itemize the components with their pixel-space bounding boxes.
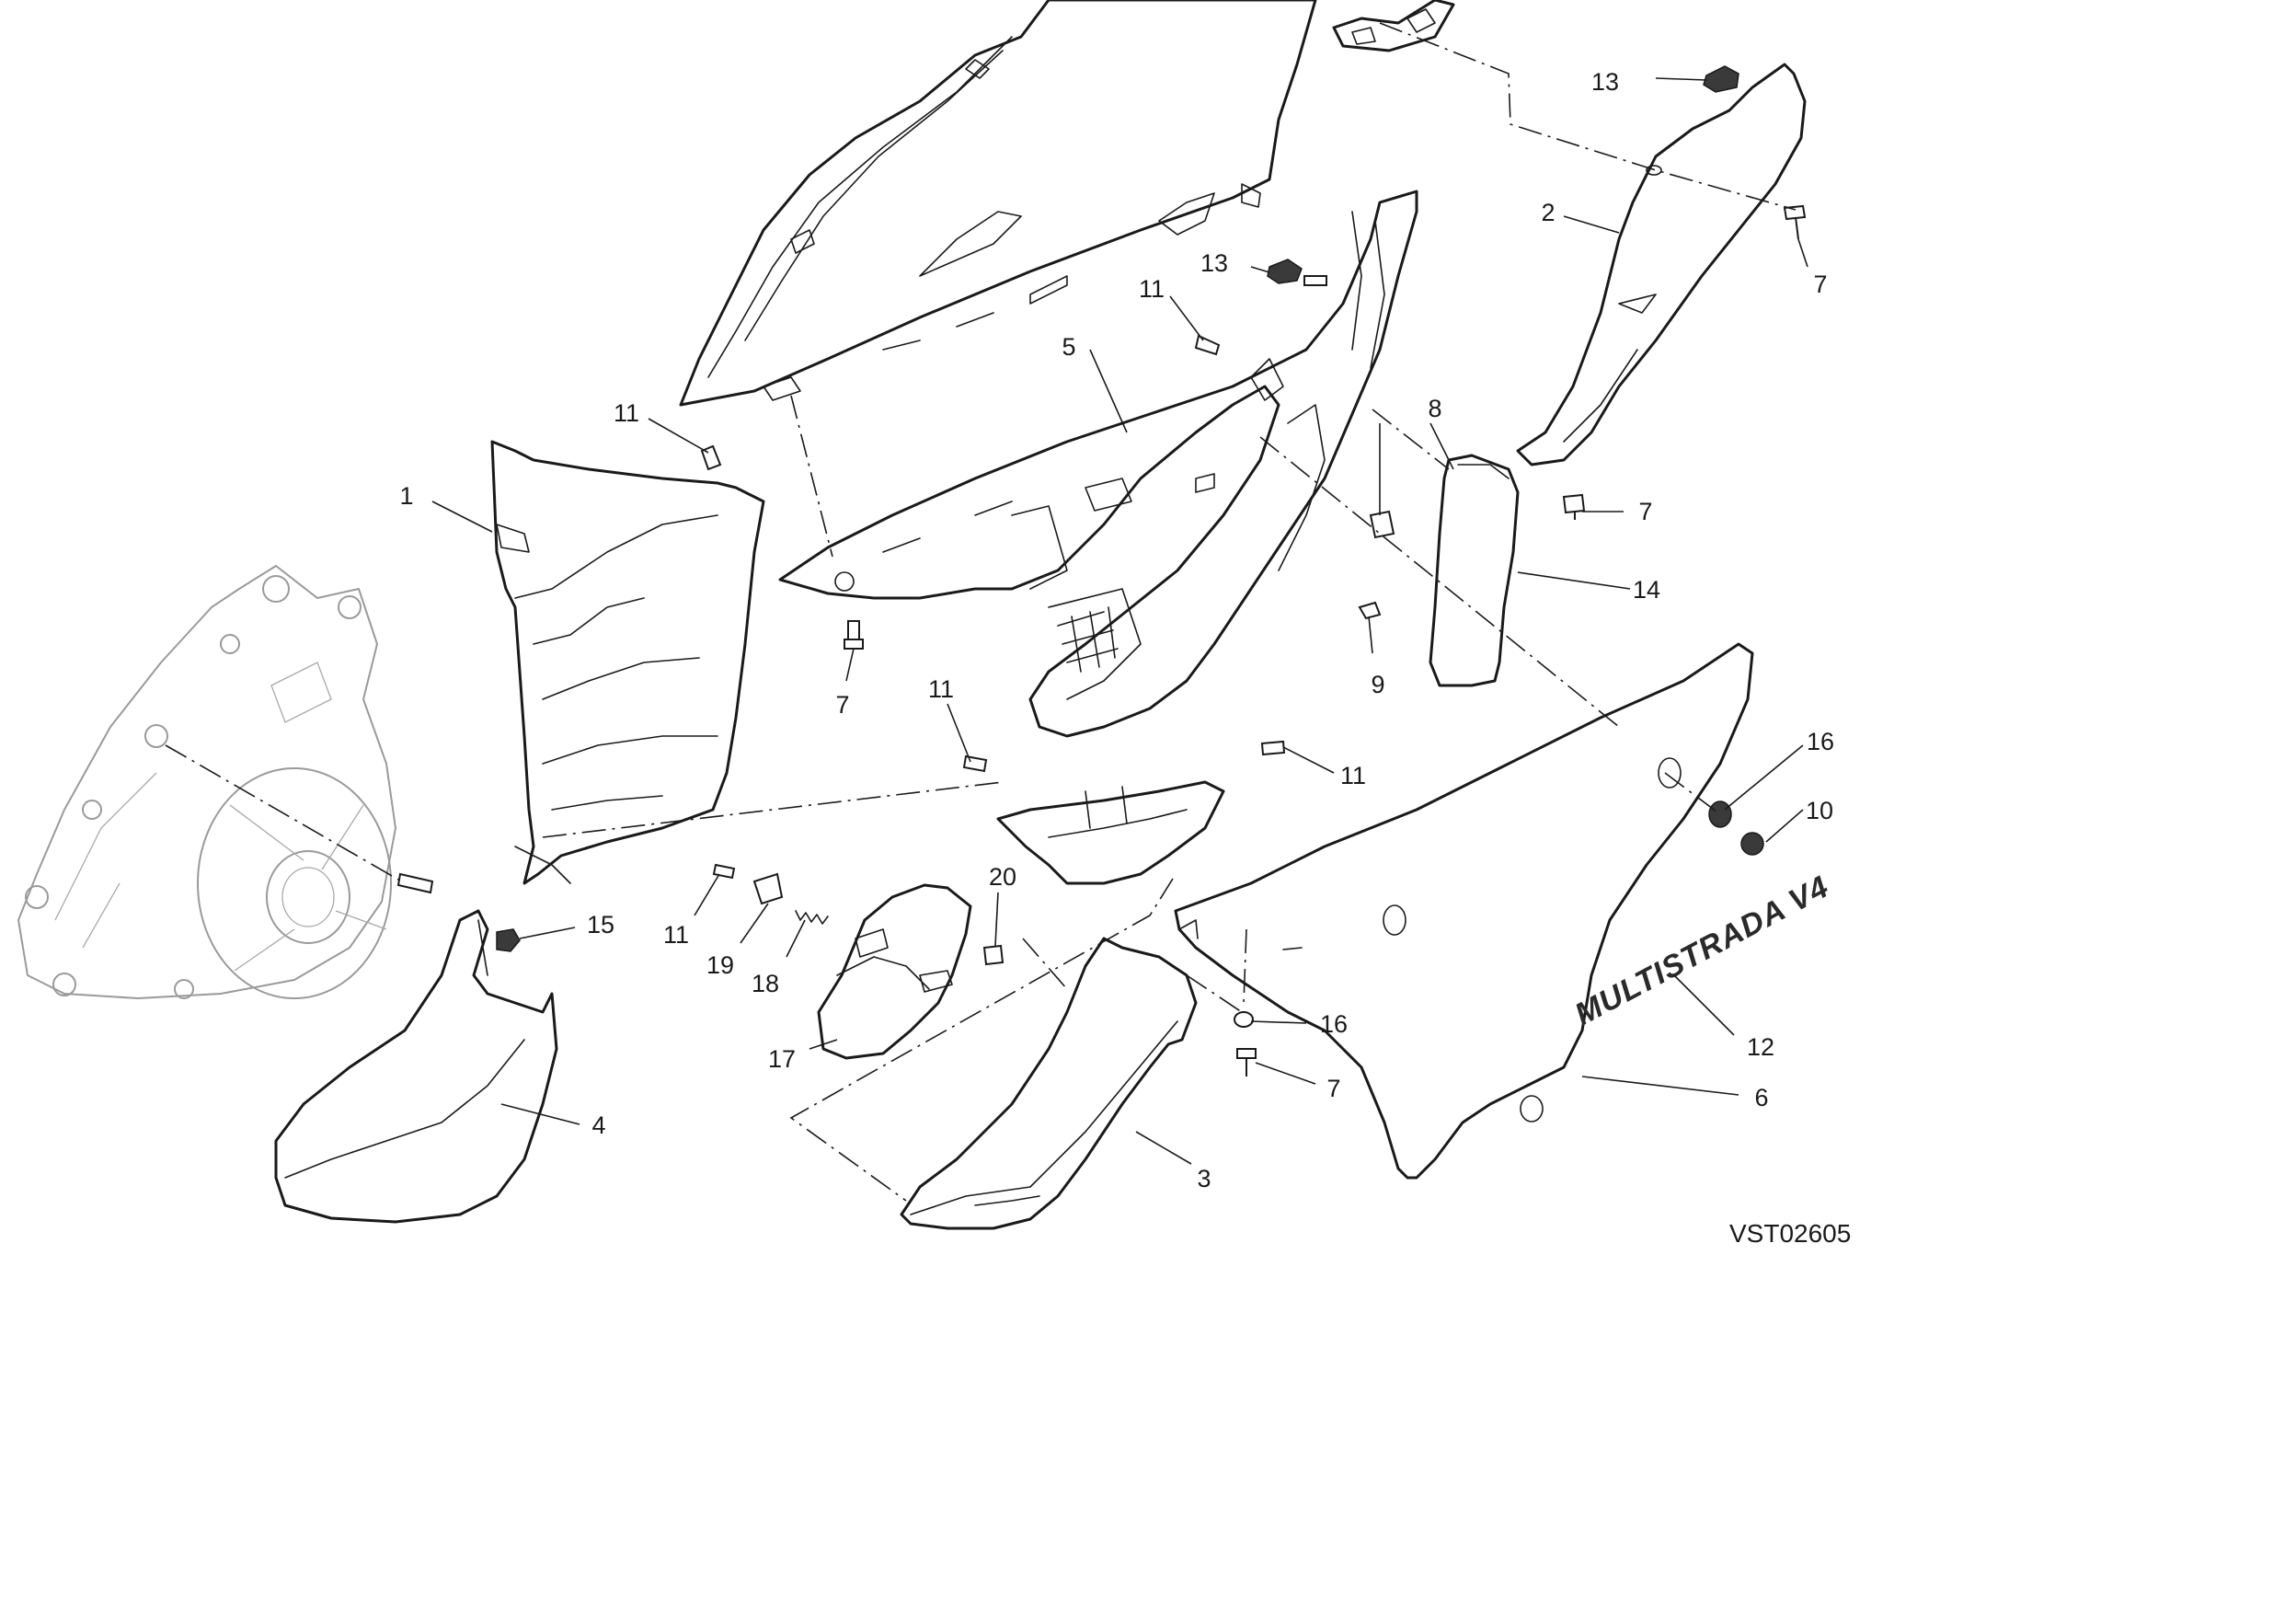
- callout-12: 12: [1747, 1033, 1774, 1061]
- callout-7-lower: 7: [1326, 1075, 1340, 1102]
- screw-7-left: [844, 620, 864, 650]
- callout-11-a: 11: [1139, 275, 1165, 303]
- spring-18: [795, 910, 829, 925]
- callout-7-mid: 7: [1638, 498, 1652, 525]
- screw-11-c: [962, 754, 988, 773]
- part-6-lower-side-panel: [1174, 642, 1754, 1180]
- bracket-8: [1369, 510, 1395, 539]
- screw-11-b: [700, 444, 722, 471]
- knob-10: [1740, 832, 1764, 856]
- washer-16-lower: [1234, 1011, 1254, 1028]
- screw-7-upper: [1783, 204, 1807, 240]
- screw-7-lower: [1236, 1048, 1257, 1077]
- callout-7-left: 7: [835, 691, 849, 719]
- callout-9: 9: [1371, 671, 1384, 698]
- leader-lines: [431, 77, 1808, 1165]
- clip-19: [752, 872, 784, 905]
- screw-7-mid: [1562, 493, 1586, 520]
- hardware: [396, 65, 1807, 1077]
- lower-inner-bracket: [996, 780, 1225, 885]
- callout-15: 15: [587, 911, 614, 938]
- part-14-vertical-panel: [1429, 454, 1520, 687]
- bolt-engine: [396, 872, 434, 894]
- callout-11-d: 11: [1340, 762, 1366, 789]
- part-2-side-panel-upper: [1516, 63, 1807, 466]
- diagram-code: VST02605: [1729, 1219, 1851, 1248]
- part-5-inner-panel: [778, 190, 1418, 738]
- washer-16-right: [1708, 800, 1732, 828]
- callout-10: 10: [1806, 797, 1833, 824]
- callout-6: 6: [1754, 1084, 1768, 1111]
- callout-14: 14: [1633, 576, 1660, 604]
- callout-11-b: 11: [614, 399, 639, 427]
- part-1-left-inner-panel: [490, 440, 765, 885]
- callout-16-right: 16: [1807, 728, 1834, 755]
- callout-5: 5: [1062, 333, 1075, 361]
- callout-8: 8: [1428, 395, 1441, 422]
- part-3-lower-center-fairing: [900, 937, 1198, 1230]
- screw-11-e: [712, 863, 736, 880]
- callout-20: 20: [989, 863, 1016, 891]
- assembly-lines: [165, 22, 1797, 1202]
- callout-18: 18: [752, 970, 779, 997]
- callout-labels: 1 2 3 4 5 6 7 7 7 7 8 9 10 11 11 11 11 1…: [399, 68, 1834, 1192]
- engine-side-cover: [17, 565, 396, 999]
- callout-11-c: 11: [928, 675, 954, 703]
- nut-15: [496, 928, 521, 952]
- upper-fairing: [679, 0, 1317, 407]
- top-bracket: [1332, 0, 1455, 52]
- callout-11-e: 11: [663, 921, 689, 949]
- callout-19: 19: [706, 951, 734, 979]
- callout-3: 3: [1197, 1165, 1211, 1192]
- callout-7-upper: 7: [1813, 271, 1827, 298]
- clip-9: [1358, 601, 1382, 620]
- callout-13-middle: 13: [1200, 249, 1228, 277]
- callout-1: 1: [399, 482, 413, 510]
- screw-11-d: [1260, 740, 1286, 756]
- callout-4: 4: [591, 1111, 605, 1139]
- part-17-small-cover: [817, 883, 972, 1060]
- callout-2: 2: [1541, 199, 1555, 226]
- callout-17: 17: [768, 1045, 796, 1073]
- callout-13-right: 13: [1591, 68, 1619, 96]
- grommet-13-middle: [1267, 259, 1303, 284]
- clip-20: [982, 944, 1004, 966]
- grommet-13-right: [1703, 65, 1739, 93]
- screw-11-a: [1194, 334, 1221, 356]
- callout-16-lower: 16: [1320, 1010, 1348, 1038]
- part-4-lower-left-fairing: [274, 909, 558, 1224]
